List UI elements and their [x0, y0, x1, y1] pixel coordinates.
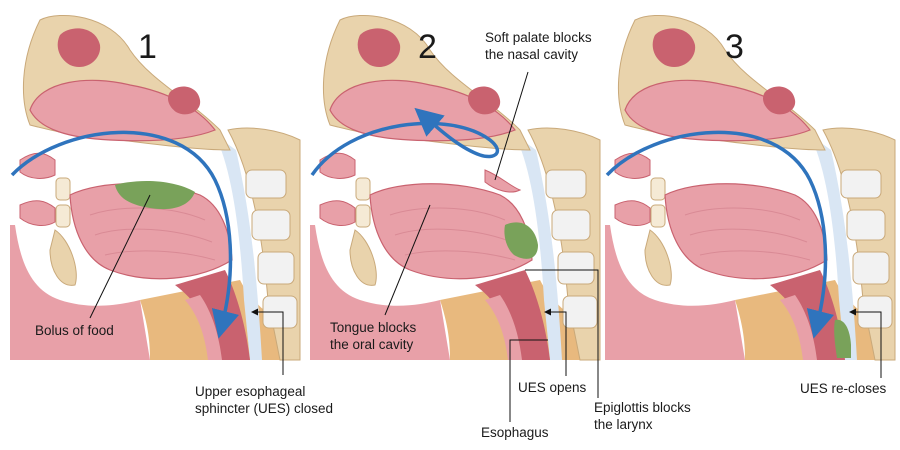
soft-palate-shape [484, 169, 522, 193]
swallow-arrow-icon [10, 130, 240, 339]
swallow-arrow-icon [605, 130, 835, 339]
label-tongue: Tongue blocks the oral cavity [330, 320, 420, 352]
panel-number: 2 [418, 28, 437, 66]
label-bolus: Bolus of food [35, 323, 114, 338]
panel-2: 2 [309, 14, 601, 361]
label-epiglottis: Epiglottis blocks the larynx [594, 400, 695, 432]
bolus-shape [504, 222, 538, 259]
swallow-arrow-icon [310, 107, 500, 176]
label-ues-recloses: UES re-closes [800, 381, 887, 396]
panel-3: 3 [604, 14, 896, 361]
panel-number: 3 [725, 28, 744, 66]
label-ues-closed: Upper esophageal sphincter (UES) closed [195, 384, 333, 416]
label-esophagus: Esophagus [481, 425, 549, 440]
panel-number: 1 [138, 28, 157, 66]
labels: Bolus of food Upper esophageal sphincter… [35, 30, 887, 440]
label-soft-palate: Soft palate blocks the nasal cavity [485, 30, 595, 62]
label-ues-opens: UES opens [518, 380, 587, 395]
leader-lines [89, 71, 882, 422]
bolus-shape [834, 319, 851, 358]
bolus-shape [115, 180, 195, 210]
panel-1: 1 [9, 14, 301, 361]
